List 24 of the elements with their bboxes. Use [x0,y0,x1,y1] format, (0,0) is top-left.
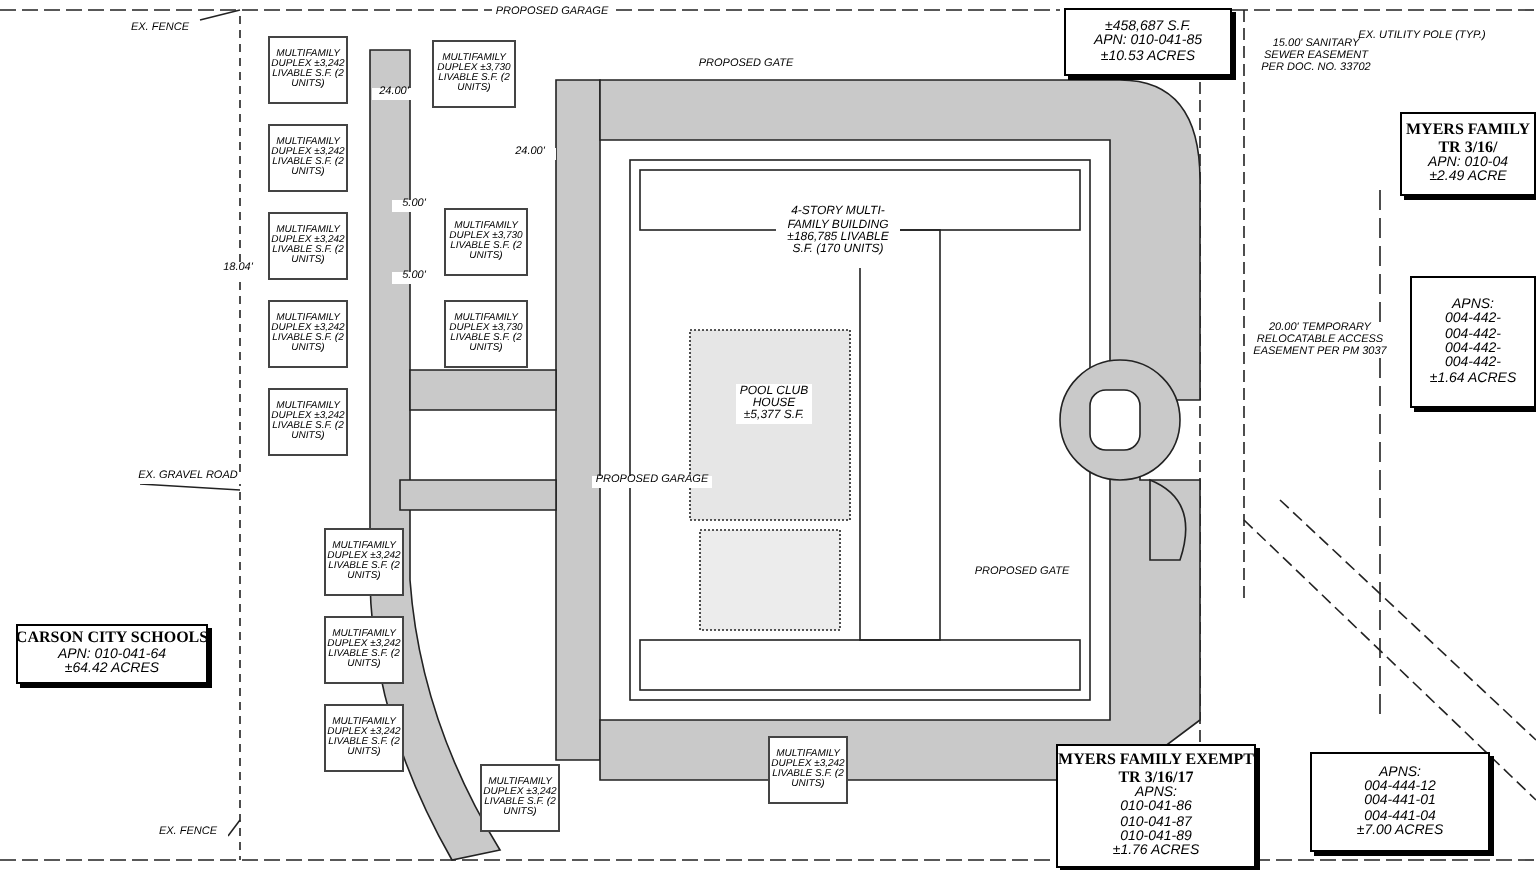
duplex-footprint [432,40,516,108]
duplex-footprint [268,36,348,104]
parcel-label-box [1410,276,1536,408]
parcel-owner-name: TR 3/16/17 [1118,769,1194,786]
duplex-footprint [268,300,348,368]
parcel-label-box [1310,752,1490,852]
parcel-label-box [1064,8,1232,76]
duplex-footprint [268,212,348,280]
parcel-owner-name: MYERS FAMILY [1406,122,1531,140]
duplex-footprint [480,764,560,832]
duplex-footprint [324,616,404,684]
duplex-footprint [444,300,528,368]
parcel-label-box [1400,112,1536,196]
parcel-owner-name: CARSON CITY SCHOOLS [15,630,209,648]
parcel-owner-name: TR 3/16/ [1438,139,1498,156]
duplex-footprint [324,528,404,596]
parcel-label-box [1056,744,1256,868]
duplex-footprint [768,736,848,804]
parcel-label-box [16,624,208,684]
duplex-footprint [324,704,404,772]
duplex-footprint [444,208,528,276]
parcel-owner-name: MYERS FAMILY EXEMPT [1058,752,1254,770]
duplex-footprint [268,124,348,192]
duplex-footprint [268,388,348,456]
